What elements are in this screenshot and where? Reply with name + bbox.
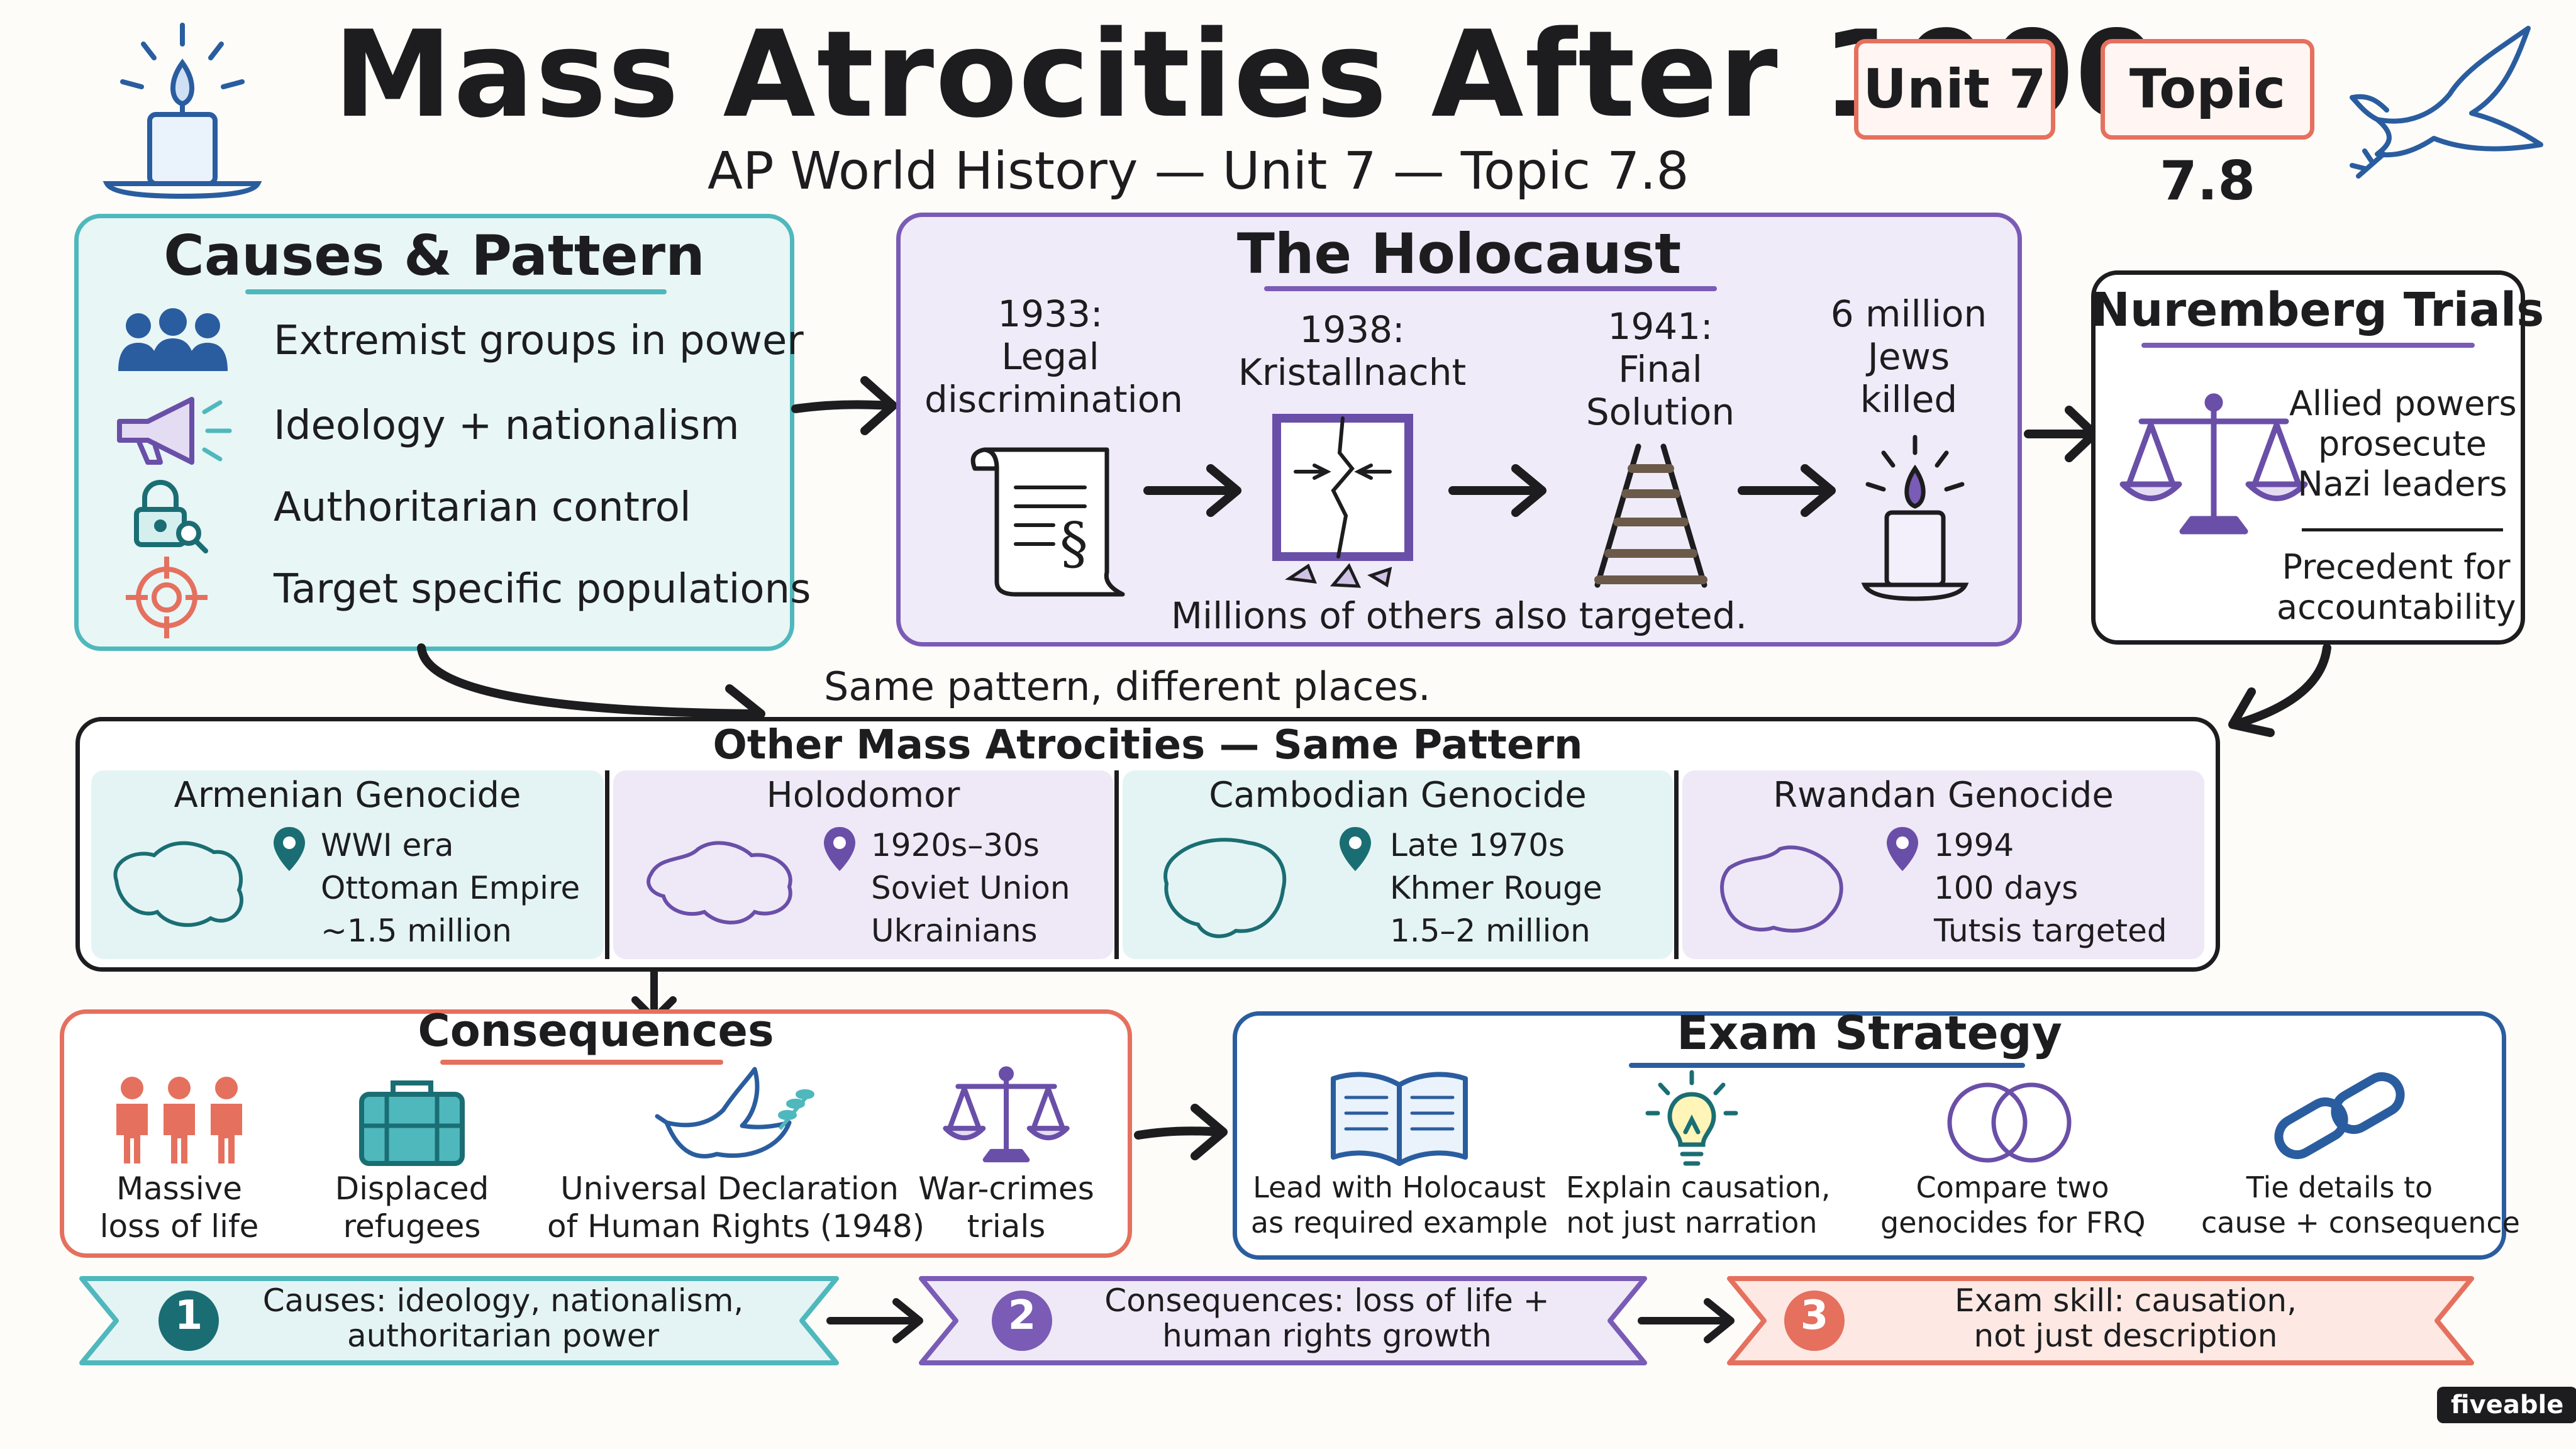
takeaway-text: Consequences: loss of life +human rights… — [1104, 1282, 1550, 1354]
other-heading: Other Mass Atrocities — Same Pattern — [713, 722, 1583, 769]
cause-item: Ideology + nationalism — [274, 402, 740, 449]
case-card-holodomor — [613, 770, 1113, 959]
takeaway-ribbon-3 — [1727, 1276, 2474, 1365]
arrow-icon — [1638, 1298, 1735, 1343]
takeaway-ribbon-1 — [79, 1276, 839, 1365]
dove-icon — [2350, 26, 2543, 179]
map-pin-icon — [274, 827, 305, 871]
cause-item: Authoritarian control — [274, 484, 691, 531]
chain-link-icon — [2274, 1072, 2405, 1159]
cause-item: Extremist groups in power — [274, 318, 804, 364]
case-name: Holodomor — [766, 775, 960, 816]
exam-tip-label: Explain causation,not just narration — [1566, 1170, 1831, 1240]
arrow-icon — [826, 1298, 923, 1343]
takeaway-ribbon-2 — [919, 1276, 1647, 1365]
map-outline-icon — [647, 841, 792, 924]
arrow-icon — [2228, 643, 2331, 737]
broken-window-icon — [1272, 414, 1413, 588]
holocaust-step-date: 1938:Kristallnacht — [1238, 308, 1467, 394]
justice-scale-icon — [943, 1066, 1070, 1163]
causes-heading: Causes & Pattern — [164, 223, 705, 288]
takeaway-text: Causes: ideology, nationalism,authoritar… — [262, 1282, 744, 1354]
consequences-heading: Consequences — [418, 1005, 774, 1057]
takeaway-number: 3 — [1800, 1292, 1829, 1339]
case-name: Rwandan Genocide — [1773, 775, 2114, 816]
memorial-candle-icon — [1861, 435, 1969, 601]
lock-magnifier-icon — [134, 480, 208, 553]
arrow-icon — [791, 376, 897, 435]
case-card-armenian — [91, 770, 604, 959]
open-book-icon — [1331, 1072, 1468, 1166]
arrow-icon — [1143, 464, 1241, 517]
holocaust-heading: The Holocaust — [1236, 221, 1682, 286]
map-pin-icon — [1887, 827, 1918, 871]
case-card-cambodia — [1123, 770, 1673, 959]
arrow-icon — [1134, 1104, 1228, 1160]
map-pin-icon — [1340, 827, 1371, 871]
pattern-note: Same pattern, different places. — [824, 663, 1431, 709]
map-outline-icon — [1720, 845, 1843, 933]
takeaway-number: 1 — [174, 1292, 203, 1339]
people-loss-icon — [116, 1077, 242, 1163]
map-pin-icon — [824, 827, 855, 871]
suitcase-icon — [359, 1080, 465, 1166]
arrow-icon — [1738, 464, 1836, 517]
scroll-document-icon: § — [970, 447, 1125, 597]
megaphone-icon — [117, 397, 232, 465]
case-name: Cambodian Genocide — [1209, 775, 1587, 816]
svg-text:§: § — [1060, 511, 1088, 577]
arrow-icon — [1448, 464, 1546, 517]
people-group-icon — [118, 308, 228, 371]
map-outline-icon — [1163, 838, 1287, 938]
target-icon — [126, 557, 208, 638]
map-outline-icon — [113, 841, 243, 927]
page-subtitle: AP World History — Unit 7 — Topic 7.8 — [708, 142, 1689, 201]
takeaway-number: 2 — [1008, 1292, 1036, 1339]
railroad-tracks-icon — [1594, 443, 1707, 588]
case-name: Armenian Genocide — [174, 775, 521, 816]
holocaust-note: Millions of others also targeted. — [1171, 594, 1747, 637]
dove-olive-branch-icon — [655, 1067, 814, 1158]
cause-item: Target specific populations — [274, 566, 811, 613]
nuremberg-heading: Nuremberg Trials — [2091, 283, 2545, 337]
takeaway-text: Exam skill: causation,not just descripti… — [1954, 1282, 2297, 1354]
memorial-candle-icon — [103, 23, 262, 199]
lightbulb-icon — [1645, 1070, 1738, 1166]
exam-heading: Exam Strategy — [1677, 1006, 2062, 1060]
page-title: Mass Atrocities After 1900 — [333, 5, 2160, 144]
topic-badge: Topic 7.8 — [2101, 39, 2314, 213]
unit-badge: Unit 7 — [1854, 39, 2055, 140]
justice-scale-icon — [2119, 393, 2308, 535]
venn-circles-icon — [1947, 1082, 2072, 1163]
brand-logo: fiveable — [2437, 1387, 2576, 1423]
